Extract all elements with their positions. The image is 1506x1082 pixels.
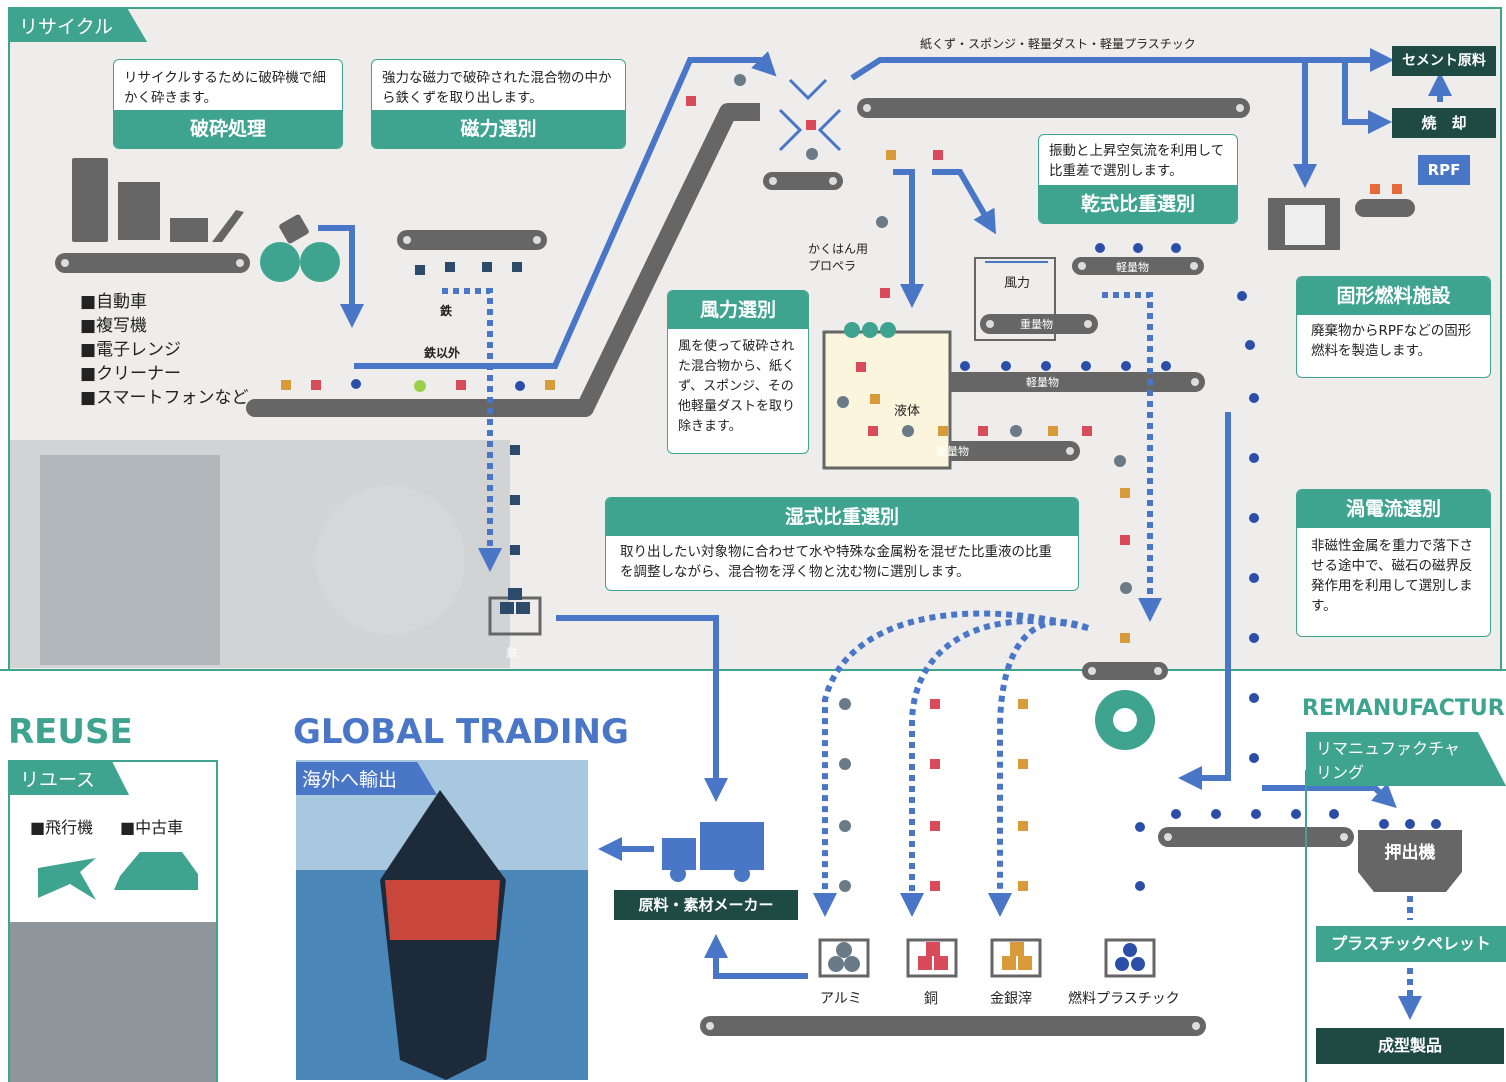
global-tab: 海外へ輸出 — [296, 762, 438, 795]
wind-separator-icon — [778, 78, 842, 152]
incinerate-label: 焼 却 — [1392, 108, 1496, 138]
solid-fuel-title: 固形燃料施設 — [1297, 277, 1490, 315]
extruder-label: 押出機 — [1384, 843, 1436, 863]
light-dust-label: 紙くず・スポンジ・軽量ダスト・軽量プラスチック — [920, 37, 1196, 51]
reuse-tab: リユース — [10, 762, 130, 795]
reuse-item-used-car: ■中古車 — [120, 818, 184, 837]
card-wet: 湿式比重選別 取り出したい対象物に合わせて水や特殊な金属粉を混ぜた比重液の比重を… — [605, 497, 1079, 591]
output-copper: 銅 — [924, 991, 938, 1007]
remanufacturing-tab: リマニュファクチャリング — [1306, 732, 1506, 786]
magnetic-title: 磁力選別 — [372, 110, 625, 148]
magnetic-desc: 強力な磁力で破砕された混合物の中から鉄くずを取り出します。 — [382, 70, 612, 106]
pellet-label: プラスチックペレット — [1316, 926, 1506, 962]
car-icon — [114, 852, 198, 890]
card-wind: 風力選別 風を使って破砕された混合物から、紙くず、スポンジ、その他軽量ダストを取… — [667, 290, 809, 454]
dry-desc: 振動と上昇空気流を利用して比重差で選別します。 — [1049, 143, 1225, 179]
card-crush: リサイクルするために破砕機で細かく砕きます。 破砕処理 — [113, 59, 343, 149]
truck-icon — [662, 822, 764, 882]
belt-light-1: 軽量物 — [1116, 261, 1149, 274]
wind-title: 風力選別 — [668, 291, 808, 329]
product-label: 成型製品 — [1316, 1028, 1504, 1064]
crush-title: 破砕処理 — [114, 110, 342, 148]
card-eddy: 渦電流選別 非磁性金属を重力で落下させる途中で、磁石の磁界反発作用を利用して選別… — [1296, 489, 1491, 637]
reuse-title: REUSE — [8, 712, 133, 752]
remanufacturing-title: REMANUFACTURING — [1302, 696, 1506, 721]
propeller-label: かくはん用 プロペラ — [808, 242, 869, 273]
list-item: ■クリーナー — [80, 364, 182, 384]
maker-label: 原料・素材メーカー — [614, 890, 798, 920]
card-magnetic: 強力な磁力で破砕された混合物の中から鉄くずを取り出します。 磁力選別 — [371, 59, 626, 149]
belt-heavy-1: 重量物 — [1020, 318, 1053, 331]
eddy-desc: 非磁性金属を重力で落下させる途中で、磁石の磁界反発作用を利用して選別します。 — [1311, 538, 1473, 614]
list-item: ■複写機 — [80, 316, 148, 336]
wet-desc: 取り出したい対象物に合わせて水や特殊な金属粉を混ぜた比重液の比重を調整しながら、… — [620, 544, 1052, 580]
crusher-icon — [260, 242, 340, 282]
crush-desc: リサイクルするために破砕機で細かく砕きます。 — [124, 70, 326, 106]
appliances-icon — [72, 158, 309, 244]
solid-fuel-desc: 廃棄物からRPFなどの固形燃料を製造します。 — [1311, 323, 1472, 359]
global-title: GLOBAL TRADING — [293, 712, 629, 752]
card-dry: 振動と上昇空気流を利用して比重差で選別します。 乾式比重選別 — [1038, 134, 1238, 224]
list-item: ■電子レンジ — [80, 340, 182, 360]
liquid-label: 液体 — [894, 404, 921, 419]
rpf-label: RPF — [1418, 155, 1470, 185]
list-item: ■スマートフォンなど — [80, 388, 249, 408]
propeller-icon — [844, 322, 896, 338]
eddy-title: 渦電流選別 — [1297, 490, 1490, 528]
source-items-list: ■自動車 ■複写機 ■電子レンジ ■クリーナー ■スマートフォンなど — [80, 290, 249, 410]
cement-label: セメント原料 — [1392, 46, 1496, 76]
wet-title: 湿式比重選別 — [606, 498, 1078, 536]
used-cars-photo — [10, 922, 216, 1082]
label-iron: 鉄 — [440, 304, 453, 318]
belt-heavy-2: 重量物 — [936, 445, 969, 458]
airplane-icon — [38, 858, 96, 900]
label-iron-bin: 鉄 — [506, 646, 519, 660]
output-fuel-plastic: 燃料プラスチック — [1068, 991, 1180, 1007]
wind-force-label: 風力 — [1004, 276, 1031, 291]
dry-title: 乾式比重選別 — [1039, 185, 1237, 223]
card-solid-fuel: 固形燃料施設 廃棄物からRPFなどの固形燃料を製造します。 — [1296, 276, 1491, 378]
wind-desc: 風を使って破砕された混合物から、紙くず、スポンジ、その他軽量ダストを取り除きます… — [678, 339, 796, 434]
output-precious: 金銀滓 — [990, 991, 1032, 1007]
belt-light-2: 軽量物 — [1026, 376, 1059, 389]
label-non-iron: 鉄以外 — [424, 346, 461, 360]
extruder-machine — [1358, 830, 1462, 892]
output-aluminum: アルミ — [820, 991, 862, 1007]
material-particles — [281, 74, 1402, 892]
recycle-tab: リサイクル — [9, 9, 148, 42]
reuse-box — [8, 760, 218, 1082]
reuse-item-airplane: ■飛行機 — [30, 818, 94, 837]
list-item: ■自動車 — [80, 292, 148, 312]
